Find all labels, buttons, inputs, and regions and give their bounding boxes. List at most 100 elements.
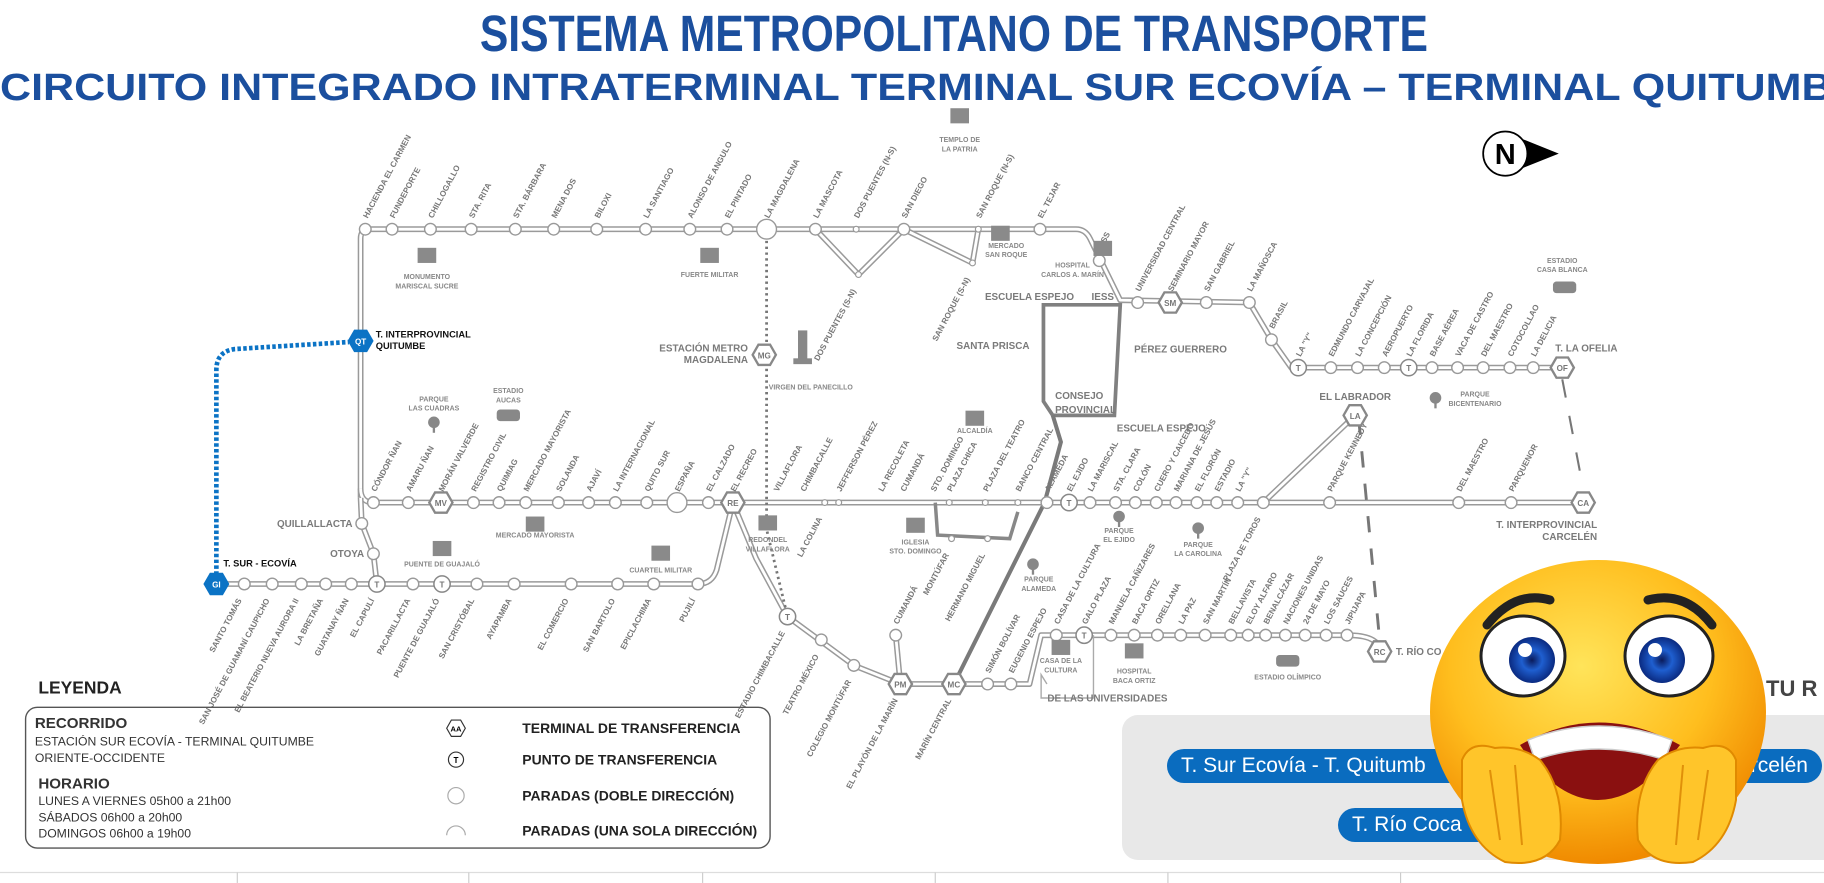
station-san-roque-s-n-[interactable]: SAN ROQUE (S-N) [931,259,976,343]
station-chillogallo[interactable]: CHILLOGALLO [423,164,462,236]
station-el-pintado[interactable]: EL PINTADO [720,173,754,236]
station-plaza-de-toros[interactable]: PLAZA DE TOROS [1221,496,1270,583]
hospital-icon [1093,240,1113,256]
station-universidad-central[interactable]: UNIVERSIDAD CENTRAL [1131,203,1187,310]
station-dos-puentes-n-s-[interactable]: DOS PUENTES (N-S) [852,145,898,233]
station-san-roque-n-s-[interactable]: SAN ROQUE (N-S) [974,153,1016,233]
station-label: COLEGIO MONTÚFAR [803,677,853,758]
building-icon [1051,639,1071,655]
station-la-mañosca[interactable]: LA MAÑOSCA [1242,240,1280,310]
station-parquenor[interactable]: PARQUENOR [1504,443,1540,510]
station-mercado-mayorista[interactable]: MERCADO MAYORISTA [519,408,573,510]
legend-item: PUNTO DE TRANSFERENCIA [522,751,717,767]
route-loop-universidades [1040,635,1095,699]
stop-label: IESS [1092,292,1115,303]
station-chimbacalle[interactable]: CHIMBACALLE [799,436,835,493]
stop-label: PROVINCIAL [1055,405,1116,416]
station-jefferson-pérez[interactable]: JEFFERSON PÉREZ [834,419,880,507]
landmark: PUENTE DE GUAJALÓ [404,540,481,569]
bottom-nav-bar [0,871,1824,883]
station-quillallacta[interactable]: QUILLALLACTA [277,516,369,531]
station-sta-bárbara[interactable]: STA. BÁRBARA [508,161,549,236]
station-brasil[interactable]: BRASIL [1264,299,1290,347]
station-label: LA SANTIAGO [642,166,676,219]
station-label: ESPAÑA [672,459,697,493]
transfer-point-icon: T [1406,364,1411,373]
station-label: SAN ROQUE (N-S) [974,153,1015,220]
transfer-point-icon: T [447,751,465,768]
station-la-mascota[interactable]: LA MASCOTA [808,168,845,236]
station-mena-dos[interactable]: MENA DOS [547,177,579,236]
station-label: LA MASCOTA [812,168,845,219]
terminal-code: QT [355,337,366,346]
station-label: SAN ROQUE (S-N) [931,276,972,343]
landmark-label: MERCADO [988,243,1025,250]
landmark-label: TEMPLO DE [939,137,980,144]
route-button-sur-quitumbe[interactable]: T. Sur Ecovía - T. Quitumb [1167,749,1507,783]
station-san-bartolo[interactable]: SAN BARTOLO [581,577,625,654]
station-label: SOLANDA [555,453,582,493]
station-del-maestro[interactable]: DEL MAESTRO [1452,437,1491,510]
landmark-label: CULTURA [1044,667,1077,674]
station-colegio-montúfar[interactable]: COLEGIO MONTÚFAR [803,658,861,759]
tree-icon [1429,392,1442,409]
station-cumandá[interactable]: CUMANDÁ [889,584,920,642]
station-vaca-de-castro[interactable]: VACA DE CASTRO [1451,290,1496,375]
station-alonso-de-angulo[interactable]: ALONSO DE ANGULO [683,140,734,236]
station-la-santiago[interactable]: LA SANTIAGO [639,166,676,236]
station-casa-de-la-cultura[interactable]: CASA DE LA CULTURA [1049,542,1103,642]
landmark: MERCADO MAYORISTA [496,516,574,539]
landmark-label: ESTADIO OLÍMPICO [1254,672,1321,681]
svg-text:T: T [454,756,459,765]
legend-schedule-heading: HORARIO [38,776,110,793]
station-label: MONTÚFAR [920,551,951,597]
station-label: HERMANO MIGUEL [943,552,987,623]
fountain-icon [758,515,778,531]
station-san-diego[interactable]: SAN DIEGO [897,175,929,236]
landmark-label: EL EJIDO [1103,537,1135,544]
stop-label: SANTA PRISCA [957,341,1030,352]
route-button-carcelen[interactable]: arcelén [1600,749,1822,783]
station-teatro-méxico[interactable]: TEATRO MÉXICO [780,633,828,716]
station-ayapamba[interactable]: AYAPAMBA [485,577,521,641]
station-hermano-miguel[interactable]: HERMANO MIGUEL [943,535,992,623]
station-label: PLAZA DE TOROS [1221,515,1263,583]
station-cóndor-ñan[interactable]: CÓNDOR ÑAN [366,438,404,510]
station-label: ESTACIÓN METRO [659,342,748,354]
stop-label: ESCUELA ESPEJO [1117,424,1206,435]
stop-label: ESCUELA ESPEJO [985,292,1074,303]
station-san-gabriel[interactable]: SAN GABRIEL [1199,239,1237,310]
station-la-colina[interactable]: LA COLINA [796,499,829,559]
station-el-comercio[interactable]: EL COMERCIO [536,577,578,652]
station-label: LA COLINA [796,515,825,558]
station-label: QUIMIAG [495,457,520,493]
station-la-internacional[interactable]: LA INTERNACIONAL [608,418,658,510]
station-epiclachima[interactable]: EPICLACHIMA [619,577,661,651]
station-dos-puentes-s-n-[interactable]: DOS PUENTES (S-N) [812,271,862,363]
station-otoya[interactable]: OTOYA [330,547,380,561]
station-t-la-ofelia[interactable]: OFT. LA OFELIA [1549,343,1618,379]
landmark-label: FUERTE MILITAR [681,272,739,279]
station-registro-civil[interactable]: REGISTRO CIVIL [466,431,509,510]
terminal-code: OF [1557,364,1568,373]
stadium-icon [1552,281,1577,294]
two-way-stop-icon [447,786,465,805]
station-label: QUILLALLACTA [277,519,353,530]
legend-schedule-line: LUNES A VIERNES 05h00 a 21h00 [38,794,231,808]
station-label: TEATRO MÉXICO [780,652,820,716]
station-t-sur-ecovía[interactable]: GIT. SUR - ECOVÍA [203,559,297,596]
landmark: FUERTE MILITAR [681,247,739,279]
station-guatanay-ñan[interactable]: GUATANAY ÑAN [312,577,358,658]
route-button-rio-coca[interactable]: T. Río Coca [1338,808,1638,842]
